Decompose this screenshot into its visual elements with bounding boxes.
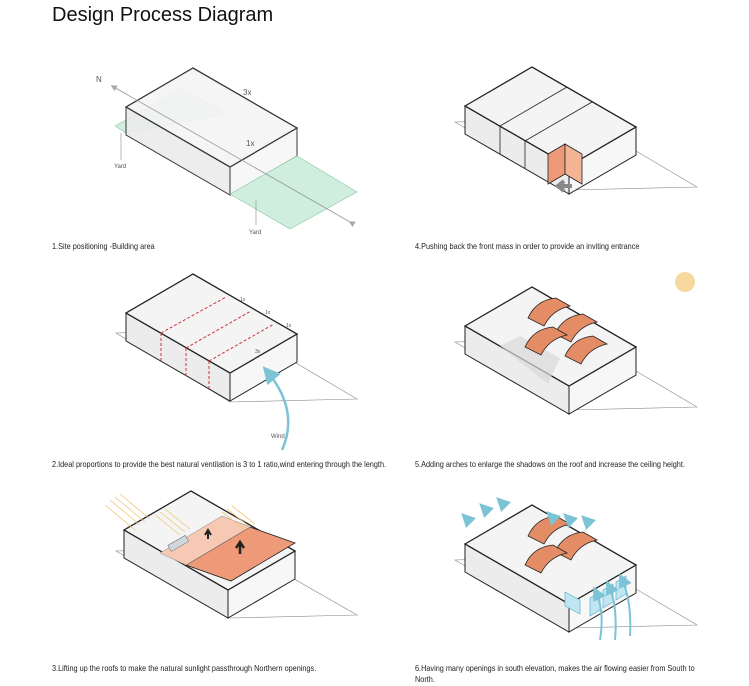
length-label: 3x — [255, 349, 261, 355]
step-6-diagram — [453, 497, 699, 641]
push-back-arrow-icon — [554, 179, 572, 193]
airflow-arrows — [461, 497, 632, 641]
module-label-1: 1x — [240, 297, 246, 303]
step-1-diagram: N 3x 1x Yard Yard — [96, 67, 358, 236]
sunlight-rays — [104, 493, 256, 536]
sun-icon — [675, 272, 695, 292]
step-4-caption: 4.Pushing back the front mass in order t… — [415, 241, 640, 251]
width-label: 1x — [246, 139, 254, 148]
step-2-diagram: 1x 1x 1x 3x Wind — [114, 273, 359, 451]
module-label-2: 1x — [265, 310, 271, 316]
step-6-caption: 6.Having many openings in south elevatio… — [415, 663, 695, 673]
roof-arches — [524, 297, 609, 365]
step-3-diagram — [104, 490, 359, 619]
step-2-caption: 2.Ideal proportions to provide the best … — [52, 459, 387, 469]
ventilation-division-lines — [160, 296, 275, 389]
skylight — [167, 535, 190, 552]
yard-right-label: Yard — [249, 230, 261, 236]
north-label: N — [96, 75, 102, 84]
length-label: 3x — [243, 88, 251, 97]
wind-label: Wind — [271, 434, 285, 440]
north-axis-arrow — [110, 85, 356, 228]
module-label-3: 1x — [286, 323, 292, 329]
step-3-caption: 3.Lifting up the roofs to make the natur… — [52, 663, 317, 673]
yard-left-label: Yard — [114, 164, 126, 170]
lift-arrow-icon — [234, 539, 246, 554]
page-title: Design Process Diagram — [52, 4, 274, 26]
step-4-diagram — [453, 66, 699, 195]
step-5-caption: 5.Adding arches to enlarge the shadows o… — [415, 459, 685, 469]
step-6-caption-line2: North. — [415, 674, 435, 684]
step-5-diagram — [453, 272, 699, 415]
wind-arrow — [262, 366, 290, 451]
lift-arrow-icon — [204, 528, 212, 539]
step-1-caption: 1.Site positioning -Building area — [52, 241, 155, 251]
